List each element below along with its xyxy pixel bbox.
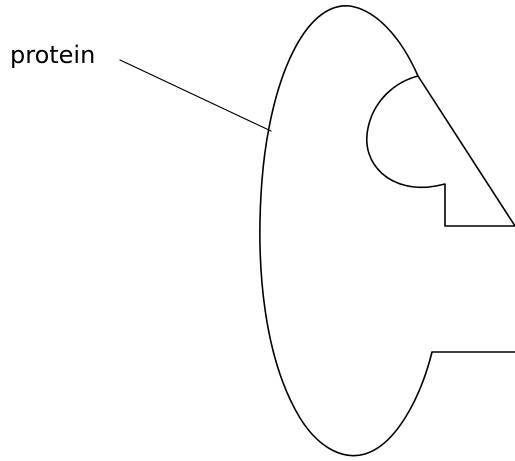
label-leader-line: [120, 60, 271, 131]
protein-shape: [260, 6, 515, 456]
protein-label: protein: [10, 41, 95, 69]
